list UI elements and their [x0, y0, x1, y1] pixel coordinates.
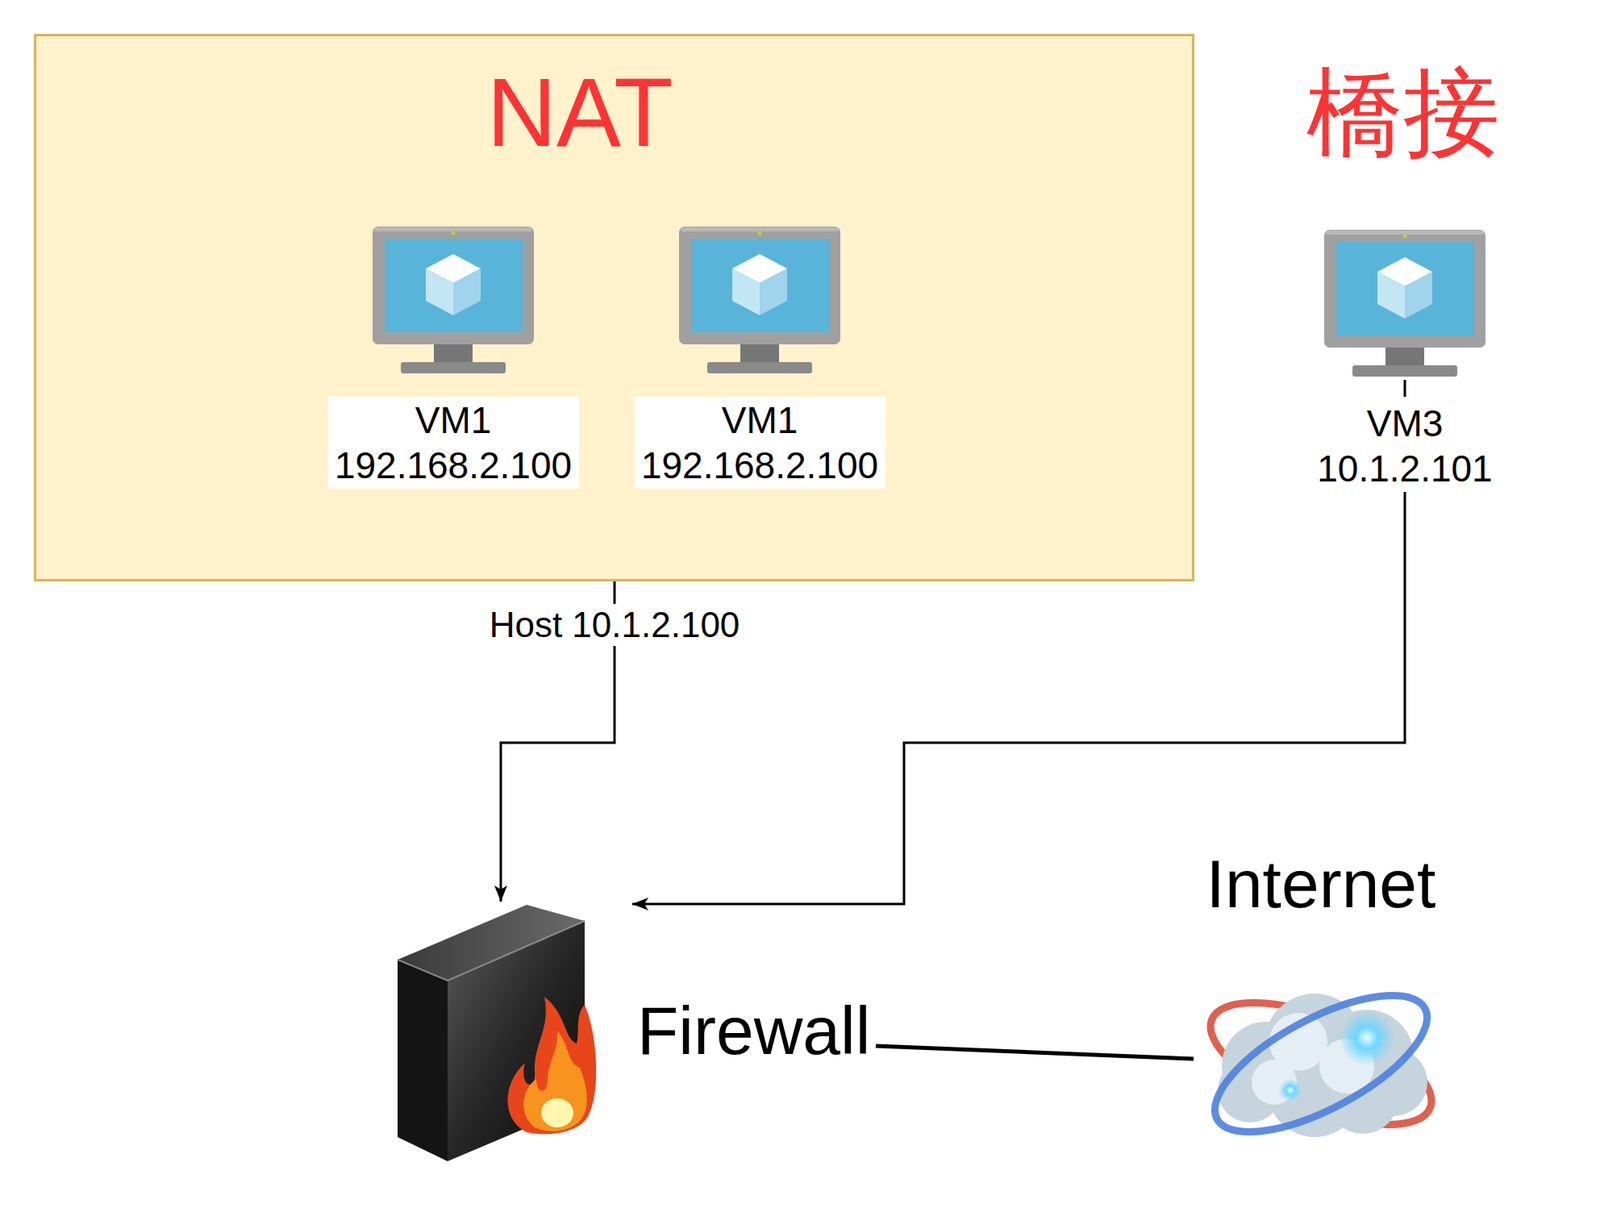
cloud-symbol [1195, 968, 1448, 1159]
nat-region: NATVM1192.168.2.100VM1192.168.2.100 [33, 33, 1195, 582]
vm-node: VM1192.168.2.100 [328, 226, 580, 489]
vm-icon [679, 226, 841, 397]
node-text: 192.168.2.100 [641, 442, 879, 488]
vm-icon [1324, 229, 1486, 400]
node-text: Internet [1206, 846, 1437, 921]
internet-icon [1193, 969, 1449, 1159]
firewall-symbol [397, 904, 596, 1162]
node-text: Firewall [637, 993, 871, 1068]
node-text: VM3 [1366, 400, 1444, 446]
label-box: VM1192.168.2.100 [634, 396, 886, 489]
vm-node: VM310.1.2.101 [1281, 229, 1529, 492]
vm-node: VM1192.168.2.100 [634, 226, 886, 489]
monitor-symbol [679, 226, 841, 374]
label-box: VM1192.168.2.100 [328, 396, 580, 489]
firewall-icon [397, 901, 600, 1162]
section-heading: 橋接 [1306, 58, 1500, 166]
stub-line [1404, 379, 1407, 397]
node-text: VM1 [415, 397, 492, 443]
node-text: 192.168.2.100 [334, 442, 572, 488]
label-box: VM310.1.2.101 [1281, 400, 1529, 492]
connector-line [875, 1045, 1194, 1059]
node-text: NAT [486, 63, 673, 161]
node-text: 10.1.2.101 [1316, 445, 1492, 492]
monitor-symbol [372, 226, 534, 374]
node-text: VM1 [721, 397, 799, 443]
internet-node: Internet [1193, 846, 1449, 1159]
monitor-symbol [1324, 229, 1486, 377]
firewall-node: Firewall [397, 901, 876, 1162]
vm-icon [372, 226, 534, 397]
edge-label: Host 10.1.2.100 [484, 604, 746, 646]
